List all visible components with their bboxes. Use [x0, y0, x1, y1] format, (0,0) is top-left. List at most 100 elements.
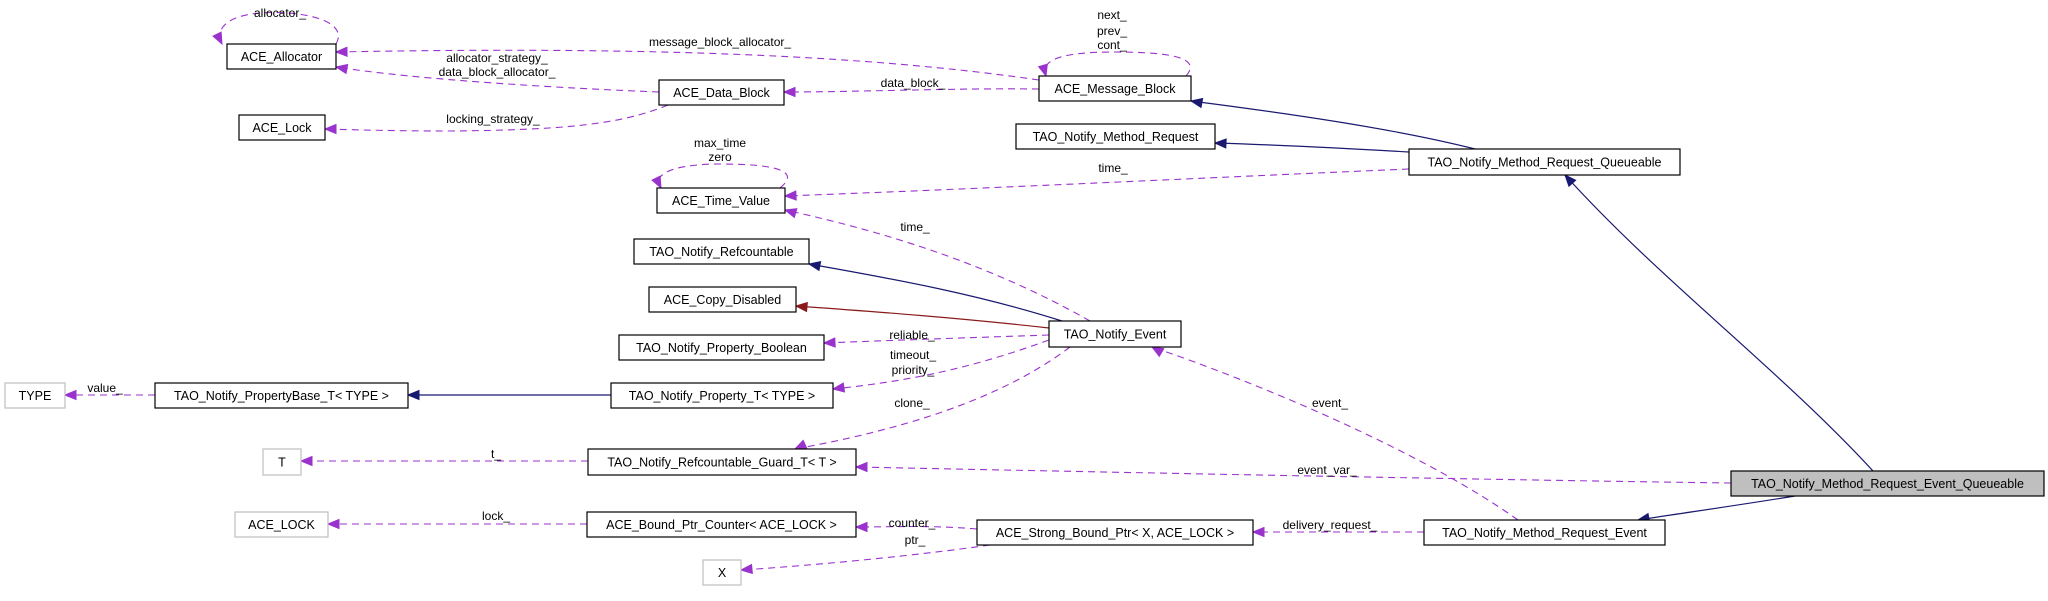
node-label: TAO_Notify_Method_Request [1033, 130, 1199, 144]
arrowhead-icon [854, 521, 868, 533]
edge-label: allocator_strategy_ [446, 51, 548, 65]
arrowhead-icon [783, 190, 797, 201]
node-label: TAO_Notify_Method_Request_Event [1442, 526, 1647, 540]
class-node-copy-disabled[interactable]: ACE_Copy_Disabled [648, 286, 797, 313]
node-label: TAO_Notify_Method_Request_Event_Queueabl… [1751, 477, 2024, 491]
arrowhead-icon [854, 461, 868, 473]
node-label: ACE_Copy_Disabled [664, 293, 781, 307]
class-node-strong-bound-ptr[interactable]: ACE_Strong_Bound_Ptr< X, ACE_LOCK > [976, 519, 1254, 546]
arrowhead-icon [1150, 346, 1165, 358]
class-node-message-block[interactable]: ACE_Message_Block [1038, 75, 1192, 102]
class-node-data-block[interactable]: ACE_Data_Block [658, 79, 785, 106]
class-node-property-t[interactable]: TAO_Notify_Property_T< TYPE > [610, 382, 834, 409]
edge-method_request_event-to-event: event_ [1150, 346, 1519, 521]
arrowhead-icon [1251, 526, 1265, 538]
class-node-type[interactable]: TYPE [4, 382, 66, 409]
edge-label: cont_ [1097, 38, 1127, 52]
edge-queueable-to-time_value: time_ [783, 161, 1410, 201]
edge-event-to-time_value: time_ [783, 208, 1091, 322]
arrowhead-icon [63, 389, 77, 401]
arrowhead-icon [807, 260, 822, 272]
node-box [656, 187, 786, 214]
edge-label: timeout_ [890, 348, 936, 362]
node-label: TAO_Notify_PropertyBase_T< TYPE > [174, 389, 389, 403]
node-label: TAO_Notify_Refcountable_Guard_T< T > [607, 456, 836, 470]
node-box [658, 79, 785, 106]
edge-strong_bound_ptr-to-x: ptr_ [739, 533, 991, 575]
arrowhead-icon [822, 337, 836, 348]
arrowhead-icon [739, 563, 753, 575]
class-node-ace-lock-param[interactable]: ACE_LOCK [234, 511, 329, 538]
node-box [1408, 148, 1681, 176]
edge-queueable-to-method_request [1213, 138, 1410, 153]
node-box [154, 382, 409, 409]
class-node-property-base[interactable]: TAO_Notify_PropertyBase_T< TYPE > [154, 382, 409, 409]
edge-method_request_event-to-strong_bound_ptr: delivery_request_ [1251, 518, 1424, 538]
node-box [1423, 519, 1666, 546]
edge-line [740, 544, 991, 571]
edge-event-to-property_boolean: reliable_ [822, 328, 1050, 348]
node-box [226, 43, 337, 70]
class-node-queueable[interactable]: TAO_Notify_Method_Request_Queueable [1408, 148, 1681, 176]
edge-message_block-to-allocator: message_block_allocator_ [334, 35, 1040, 81]
arrowhead-icon [299, 455, 313, 467]
node-box [238, 114, 326, 141]
class-node-bound-ptr-counter[interactable]: ACE_Bound_Ptr_Counter< ACE_LOCK > [586, 511, 857, 538]
arrowhead-icon [783, 208, 798, 219]
arrowhead-icon [212, 31, 223, 46]
arrowhead-icon [794, 301, 808, 313]
class-node-method-request[interactable]: TAO_Notify_Method_Request [1015, 123, 1216, 150]
edge-label: counter_ [889, 516, 936, 530]
edge-line [784, 209, 1091, 322]
edge-label: next_ [1097, 8, 1127, 22]
edge-queueable-to-message_block [1189, 97, 1476, 150]
class-node-event[interactable]: TAO_Notify_Event [1048, 320, 1182, 348]
arrowhead-icon [793, 439, 808, 450]
node-label: T [278, 456, 286, 470]
edge-bound_ptr_counter-to-ace_lock_param: lock_ [326, 509, 587, 530]
edge-label: message_block_allocator_ [649, 35, 791, 49]
node-label: TYPE [19, 389, 52, 403]
edge-label: zero [708, 150, 732, 164]
edge-line [658, 163, 788, 189]
edge-label: allocator_ [254, 6, 306, 20]
edge-label: max_time [694, 136, 746, 150]
node-box [1015, 123, 1216, 150]
edge-message_block-to-message_block: next_ prev_cont_ [1037, 8, 1191, 78]
class-node-t[interactable]: T [262, 448, 302, 476]
class-node-x[interactable]: X [702, 559, 742, 586]
edge-label: t_ [491, 447, 501, 461]
edge-line [1044, 51, 1191, 77]
arrowhead-icon [1037, 63, 1048, 78]
edge-allocator-to-allocator: allocator_ [212, 6, 339, 46]
class-node-time-value[interactable]: ACE_Time_Value [656, 187, 786, 214]
class-node-guard[interactable]: TAO_Notify_Refcountable_Guard_T< T > [587, 448, 857, 476]
arrowhead-icon [334, 46, 348, 58]
node-box [586, 511, 857, 538]
edge-label: data_block_allocator_ [439, 65, 556, 79]
edge-label: priority_ [892, 363, 935, 377]
class-node-method-request-event[interactable]: TAO_Notify_Method_Request_Event [1423, 519, 1666, 546]
edge-event-to-property_t: timeout_priority_ [831, 339, 1050, 393]
edge-label: clone_ [894, 396, 930, 410]
edge-label: ptr_ [905, 533, 926, 547]
edge-event_queueable-to-guard: event_var_ [854, 461, 1732, 484]
node-label: ACE_Bound_Ptr_Counter< ACE_LOCK > [606, 518, 837, 532]
node-box [648, 286, 797, 313]
edge-label: delivery_request_ [1283, 518, 1378, 532]
edge-label: lock_ [482, 509, 510, 523]
arrowhead-icon [782, 86, 796, 98]
edge-label: reliable_ [889, 328, 935, 342]
edge-label: time_ [1098, 161, 1128, 175]
edge-line [823, 334, 1050, 344]
edge-line [784, 168, 1410, 197]
edge-event_queueable-to-method_request_event [1636, 495, 1796, 524]
class-node-event-queueable[interactable]: TAO_Notify_Method_Request_Event_Queueabl… [1730, 470, 2045, 497]
edge-line [1190, 100, 1476, 150]
class-node-refcountable[interactable]: TAO_Notify_Refcountable [633, 238, 810, 265]
class-node-allocator[interactable]: ACE_Allocator [226, 43, 337, 70]
edge-label: prev_ [1097, 24, 1127, 38]
class-node-lock[interactable]: ACE_Lock [238, 114, 326, 141]
class-node-property-boolean[interactable]: TAO_Notify_Property_Boolean [618, 334, 825, 361]
